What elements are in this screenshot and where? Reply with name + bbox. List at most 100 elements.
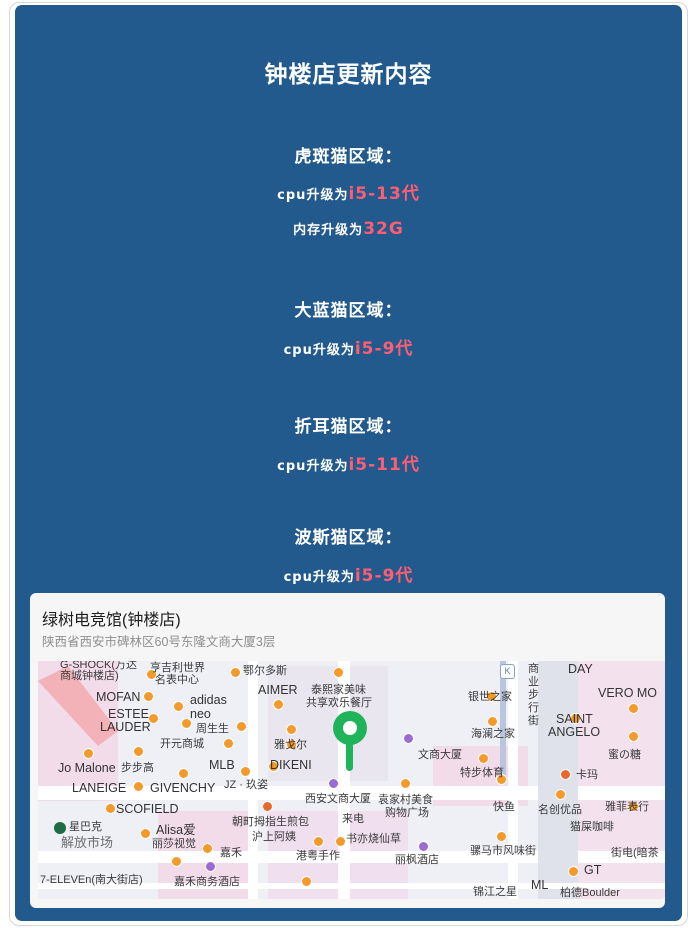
poi-dot bbox=[171, 856, 182, 867]
poi-dot bbox=[568, 866, 579, 877]
map-label: neo bbox=[190, 707, 211, 721]
section-heading-blue-cat: 大蓝猫区域： bbox=[294, 301, 403, 321]
poi-dot bbox=[628, 703, 639, 714]
location-card[interactable]: 绿树电竞馆(钟楼店) 陕西省西安市碑林区60号东隆文商大厦3层 K bbox=[30, 593, 665, 908]
map-label: VERO MO bbox=[598, 686, 658, 700]
poi-dot bbox=[333, 667, 344, 678]
map-label: 开元商城 bbox=[160, 738, 204, 750]
map-label: 骡马市风味街 bbox=[470, 845, 536, 857]
location-name: 绿树电竞馆(钟楼店) bbox=[42, 612, 181, 629]
map-label: 西安文商大厦 bbox=[305, 793, 371, 805]
map-label: 朝町拇指生煎包 bbox=[232, 816, 309, 828]
poi-dot bbox=[487, 716, 498, 727]
location-pin-icon[interactable] bbox=[333, 711, 367, 745]
map-label: 袁家村美食 bbox=[378, 794, 433, 806]
map-label: 街电(暗茶 bbox=[611, 847, 659, 859]
map-label: 海澜之家 bbox=[471, 728, 515, 740]
map-label: MLB bbox=[209, 758, 235, 772]
map-label: 文商大厦 bbox=[418, 749, 462, 761]
poi-dot bbox=[486, 691, 497, 702]
poi-dot bbox=[173, 701, 184, 712]
line-prefix: cpu升级为 bbox=[277, 459, 349, 474]
location-pin-stem bbox=[346, 741, 353, 771]
map-label: 鄂尔多斯 bbox=[243, 665, 287, 677]
map-label: 特步体育 bbox=[460, 767, 504, 779]
poi-dot bbox=[273, 699, 284, 710]
map-label: LANEIGE bbox=[72, 781, 127, 795]
poi-dot bbox=[262, 801, 273, 812]
map-label: 星巴克 bbox=[69, 821, 102, 833]
map-label: 快鱼 bbox=[493, 801, 515, 813]
location-map[interactable]: K bbox=[38, 661, 665, 899]
poi-dot bbox=[202, 843, 213, 854]
line-prefix: cpu升级为 bbox=[277, 188, 349, 203]
section-heading-fold-cat: 折耳猫区域： bbox=[294, 417, 403, 437]
map-label: 书亦烧仙草 bbox=[346, 833, 401, 845]
poi-dot bbox=[268, 761, 279, 772]
line-value: i5-13代 bbox=[348, 184, 420, 204]
line-prefix: cpu升级为 bbox=[283, 343, 355, 358]
map-label: 柏德Boulder bbox=[560, 887, 620, 899]
poi-dot bbox=[570, 713, 581, 724]
map-label: 泰熙家美味 bbox=[311, 684, 366, 696]
map-label: 周生生 bbox=[196, 723, 229, 735]
section-line-tabby-memory: 内存升级为32G bbox=[15, 219, 682, 239]
map-label: 丽莎视觉 bbox=[152, 838, 196, 850]
section-line-blue-cat-cpu: cpu升级为i5-9代 bbox=[15, 334, 682, 359]
map-label: ML bbox=[531, 878, 549, 892]
poi-dot bbox=[478, 753, 489, 764]
poi-dot bbox=[148, 713, 159, 724]
map-label: MOFAN bbox=[96, 690, 141, 704]
line-value: 32G bbox=[363, 219, 404, 239]
poi-dot bbox=[140, 828, 151, 839]
poi-dot bbox=[628, 801, 639, 812]
poi-dot bbox=[335, 836, 346, 847]
map-label: ANGELO bbox=[548, 725, 601, 739]
map-label: 雅戈尔 bbox=[274, 739, 307, 751]
map-label: SCOFIELD bbox=[116, 802, 179, 816]
page-title: 钟楼店更新内容 bbox=[264, 62, 433, 88]
map-label: JZ · 玖姿 bbox=[224, 779, 268, 791]
map-label: SAINT bbox=[556, 712, 593, 726]
map-label: 购物广场 bbox=[385, 807, 429, 819]
map-label: LAUDER bbox=[100, 720, 151, 734]
poi-dot bbox=[230, 667, 241, 678]
line-value: i5-9代 bbox=[354, 339, 414, 359]
location-address: 陕西省西安市碑林区60号东隆文商大厦3层 bbox=[42, 635, 276, 649]
map-label: adidas bbox=[190, 693, 227, 707]
section-line-tabby-cpu: cpu升级为i5-13代 bbox=[15, 179, 682, 204]
map-label: Jo Malone bbox=[58, 761, 116, 775]
map-label: 亨吉利世界 bbox=[150, 662, 205, 674]
line-prefix: 内存升级为 bbox=[293, 223, 364, 238]
map-label: 丽枫酒店 bbox=[395, 854, 439, 866]
poi-dot bbox=[205, 861, 216, 872]
poi-dot bbox=[418, 841, 429, 852]
poi-dot bbox=[301, 876, 312, 887]
map-label: G-SHOCK(万达 bbox=[60, 661, 137, 671]
map-label: AIMER bbox=[258, 683, 298, 697]
map-label: 港粤手作 bbox=[296, 850, 340, 862]
poi-dot bbox=[223, 738, 234, 749]
map-label: 商业步行街 bbox=[528, 663, 539, 727]
k-icon: K bbox=[500, 664, 515, 679]
poi-dot bbox=[496, 831, 507, 842]
map-label: Alisa爱 bbox=[156, 823, 196, 837]
poi-dot bbox=[146, 669, 157, 680]
section-heading-tabby: 虎斑猫区域： bbox=[294, 147, 403, 167]
poi-dot bbox=[181, 718, 192, 729]
poi-dot bbox=[400, 778, 411, 789]
map-label: 名表中心 bbox=[155, 674, 199, 686]
poi-dot bbox=[105, 803, 116, 814]
map-label: ESTEE bbox=[108, 707, 149, 721]
poi-dot bbox=[403, 733, 414, 744]
poi-dot bbox=[133, 781, 144, 792]
map-label: GT bbox=[584, 863, 602, 877]
poi-dot bbox=[83, 748, 94, 759]
map-label: 蜜の糖 bbox=[608, 749, 641, 761]
poi-dot bbox=[236, 721, 247, 732]
map-label: 7-ELEVEn(南大街店) bbox=[40, 874, 143, 886]
map-label: 步步高 bbox=[121, 762, 154, 774]
map-label: 猫屎咖啡 bbox=[570, 821, 614, 833]
section-line-fold-cat-cpu: cpu升级为i5-11代 bbox=[15, 450, 682, 475]
line-value: i5-9代 bbox=[354, 566, 414, 586]
